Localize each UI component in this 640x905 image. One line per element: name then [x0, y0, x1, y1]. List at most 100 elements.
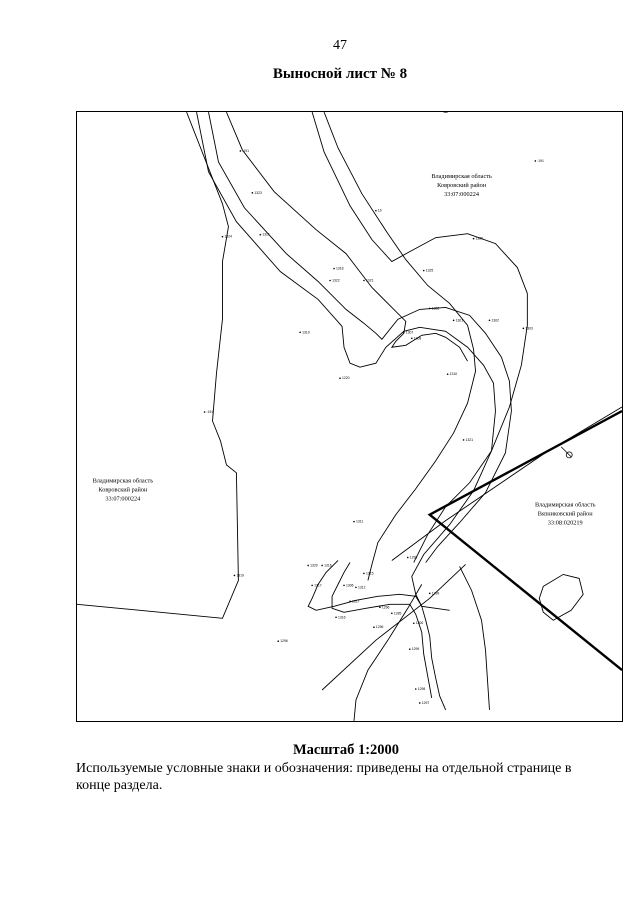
point-label: 1315	[366, 571, 374, 575]
point-label: 1317	[314, 583, 322, 587]
road-diagonal-down	[459, 566, 490, 710]
vertex-point	[534, 160, 537, 162]
vertex-point	[412, 622, 415, 625]
point-label: 1324	[224, 235, 232, 239]
vertex-point	[406, 556, 409, 559]
road-far-right	[353, 584, 423, 721]
vertex-point	[410, 337, 413, 340]
vertex-point	[414, 688, 417, 690]
region-label-line: Владимирская область	[431, 173, 492, 180]
vertex-point	[311, 584, 313, 587]
vertex-point	[221, 235, 224, 238]
point-label: 1321	[366, 278, 374, 282]
vertex-point	[349, 600, 351, 603]
point-label: 1299	[412, 647, 420, 651]
pond	[538, 573, 584, 621]
point-label: 1316	[324, 563, 332, 567]
vertex-point	[355, 586, 357, 589]
point-label: 1321	[466, 438, 474, 442]
point-label: 1311	[356, 520, 363, 524]
region-label-line: 33:07:000224	[444, 191, 480, 198]
vertex-point	[446, 373, 449, 375]
scale-label: Масштаб 1:2000	[292, 742, 400, 758]
vertex-point	[203, 411, 206, 413]
point-label: 1310	[450, 372, 458, 376]
point-label: 1316	[338, 615, 346, 619]
vertex-point	[259, 233, 262, 236]
road-band-outer-left	[196, 112, 496, 611]
road-right-outer	[311, 112, 528, 563]
vertex-point	[488, 319, 491, 322]
point-label: 1319	[302, 330, 310, 334]
boundary-marker	[560, 446, 573, 459]
point-label: 1305	[432, 306, 440, 310]
point-label: 1320	[310, 563, 318, 567]
legend-note: Используемые условные знаки и обозначени…	[76, 761, 572, 793]
point-label: 1298	[410, 555, 418, 559]
point-label: 1326	[476, 237, 484, 241]
vertex-point	[277, 640, 280, 642]
point-label: 1301	[456, 318, 464, 322]
region-label-line: Владимирская область	[535, 502, 596, 509]
point-label: 1307	[406, 330, 414, 334]
point-label: 1220	[342, 376, 350, 380]
vertex-point	[335, 616, 337, 619]
vertex-point	[363, 279, 365, 282]
vertex-point	[299, 331, 301, 334]
vertex-point	[522, 327, 525, 330]
vertex-point	[333, 267, 335, 270]
vertex-point	[452, 319, 455, 322]
region-label-line: Вязниковский район	[538, 511, 594, 518]
vertex-point	[379, 606, 381, 609]
vertex-point	[251, 192, 254, 194]
point-label: 1300	[416, 621, 424, 625]
point-label: 1322	[332, 278, 340, 282]
road-lower-b	[331, 562, 433, 699]
point-label: 1325	[426, 269, 434, 273]
vertex-point	[307, 564, 309, 567]
vertex-point	[239, 150, 242, 152]
point-label: 1321	[262, 233, 270, 237]
vertex-point	[373, 626, 375, 629]
road-right-inner	[323, 112, 476, 581]
vertex-point	[428, 592, 431, 595]
vertex-point	[391, 612, 393, 615]
road-lower-a	[307, 560, 447, 711]
vertex-point	[462, 439, 465, 441]
point-label: :191	[537, 159, 544, 163]
point-label: 1303	[525, 326, 533, 330]
region-label-line: Ковровский район	[98, 487, 148, 494]
region-label-line: 33:08:020219	[548, 520, 583, 527]
point-label: 1297	[422, 701, 430, 705]
point-label: 1312	[358, 585, 366, 589]
point-label: 1299	[432, 591, 440, 595]
region-label-line: 33:07:000224	[105, 496, 141, 503]
vertex-point	[472, 237, 475, 240]
vertex-point	[428, 307, 431, 310]
road-diagonal-lower	[321, 564, 466, 691]
road-band-inner	[208, 112, 512, 563]
point-label: 1319	[236, 573, 244, 577]
point-label: 1285	[394, 611, 402, 615]
vertex-point	[418, 702, 421, 704]
vertex-point	[321, 564, 323, 567]
vertex-point	[363, 572, 365, 575]
point-label: 1296	[280, 639, 288, 643]
vertex-point	[329, 279, 331, 282]
point-label: 1323	[254, 191, 262, 195]
vertex-point	[339, 377, 341, 379]
vertex-point	[422, 269, 425, 272]
parcel-boundary-right	[427, 409, 622, 671]
point-label: 1317	[352, 599, 360, 603]
point-label: 1296	[382, 605, 390, 609]
vertex-point	[343, 584, 345, 587]
point-label: 1296	[376, 625, 384, 629]
vertex-point	[375, 209, 377, 212]
point-label: :191	[242, 149, 249, 153]
point-label: 1318	[336, 267, 344, 271]
region-label-line: Владимирская область	[93, 478, 154, 485]
vertex-point	[408, 648, 411, 650]
parcel-boundary-left	[77, 112, 239, 619]
